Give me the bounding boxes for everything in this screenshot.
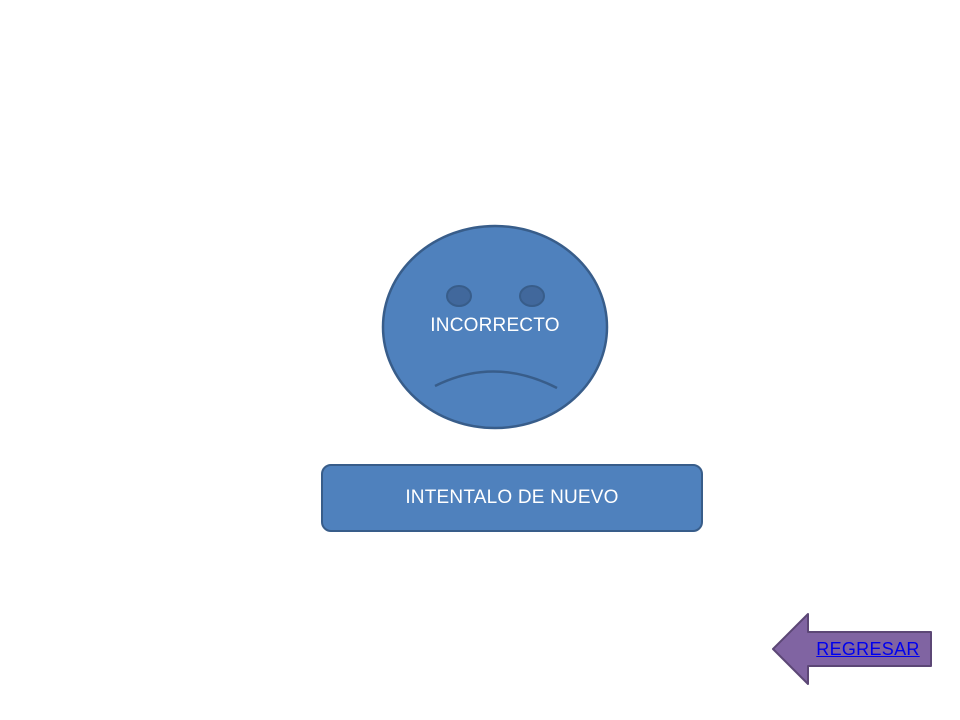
back-link[interactable]: REGRESAR [816, 639, 920, 659]
right-eye [519, 285, 545, 307]
frown-mouth [434, 370, 558, 390]
left-eye [446, 285, 472, 307]
back-arrow-icon[interactable] [771, 612, 933, 686]
result-label: INCORRECTO [430, 315, 560, 336]
sad-face-icon [381, 224, 609, 430]
try-again-button[interactable]: INTENTALO DE NUEVO [321, 464, 703, 532]
